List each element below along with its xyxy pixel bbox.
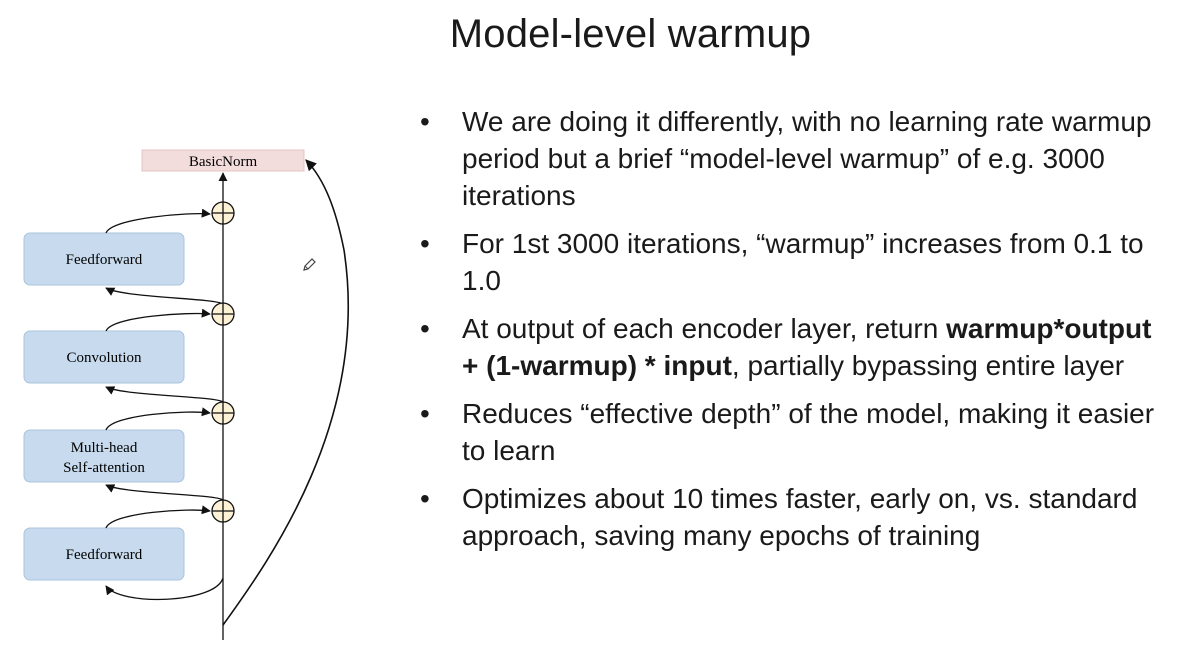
bullet-text: Optimizes about 10 times faster, early o… [462, 483, 1138, 551]
basicnorm-box [141, 149, 305, 172]
slide-title: Model-level warmup [449, 12, 812, 56]
bullet-text-suffix: , partially bypassing entire layer [731, 350, 1125, 381]
bullet-formula: warmup*output + (1-warmup) * input [462, 313, 1152, 381]
adder-2 [211, 401, 235, 425]
adder-4 [211, 201, 235, 225]
bullet-text-prefix: At output of each encoder layer, return [462, 313, 947, 344]
encoder-diagram: BasicNorm Feedforward Convolution Multi-… [23, 149, 349, 640]
block-out-4 [105, 208, 211, 234]
bullet-item: We are doing it differently, with no lea… [420, 103, 1175, 214]
bullet-text: We are doing it differently, with no lea… [462, 106, 1152, 211]
adder-3 [211, 302, 235, 326]
bullet-item: For 1st 3000 iterations, “warmup” increa… [420, 225, 1175, 299]
block-out-3 [105, 308, 211, 332]
convolution-label: Convolution [66, 350, 142, 366]
pencil-cursor-icon [303, 258, 316, 271]
bullet-item: Optimizes about 10 times faster, early o… [420, 480, 1175, 554]
self-attention-block [23, 429, 185, 483]
feedforward-bottom-label: Feedforward [66, 547, 143, 563]
branch-in-1 [105, 577, 224, 601]
convolution-block [23, 330, 185, 384]
bullet-text: Reduces “effective depth” of the model, … [462, 398, 1155, 466]
basicnorm-label: BasicNorm [189, 154, 258, 170]
branch-in-3 [105, 386, 224, 403]
bullet-item: Reduces “effective depth” of the model, … [420, 395, 1175, 469]
branch-in-2 [105, 484, 224, 501]
bullet-item: At output of each encoder layer, return … [420, 310, 1175, 384]
bullet-text: For 1st 3000 iterations, “warmup” increa… [462, 228, 1144, 296]
block-out-1 [105, 505, 211, 529]
branch-in-4 [105, 287, 224, 305]
feedforward-block-top [23, 232, 185, 286]
block-out-2 [105, 407, 211, 431]
feedforward-block-bottom [23, 527, 185, 581]
bypass-arrow [222, 159, 349, 626]
bullet-list: We are doing it differently, with no lea… [420, 103, 1175, 565]
self-attention-label-line1: Multi-head [71, 440, 138, 456]
self-attention-label-line2: Self-attention [63, 460, 145, 476]
feedforward-top-label: Feedforward [66, 252, 143, 268]
adder-1 [211, 499, 235, 523]
